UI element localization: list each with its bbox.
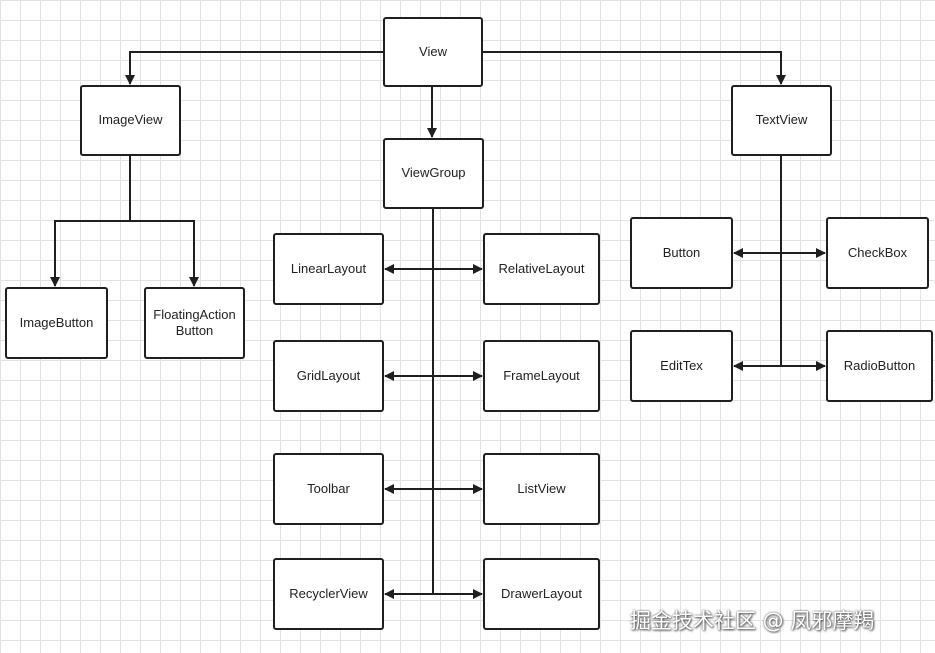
node-listview: ListView <box>483 453 600 525</box>
node-checkbox: CheckBox <box>826 217 929 289</box>
node-viewgroup: ViewGroup <box>383 138 484 209</box>
node-linearlayout: LinearLayout <box>273 233 384 305</box>
node-toolbar-label: Toolbar <box>307 480 350 496</box>
node-view-label: View <box>419 43 447 59</box>
node-drawerlayout-label: DrawerLayout <box>501 585 582 601</box>
node-recyclerview-label: RecyclerView <box>289 585 368 601</box>
node-view: View <box>383 17 483 87</box>
node-imageview-label: ImageView <box>98 112 163 128</box>
node-radiobutton-label: RadioButton <box>843 357 916 373</box>
node-imagebutton-label: ImageButton <box>19 314 94 330</box>
node-radiobutton: RadioButton <box>826 330 933 402</box>
node-relativelayout-label: RelativeLayout <box>498 260 585 276</box>
node-button: Button <box>630 217 733 289</box>
edge-view-textview <box>483 51 786 85</box>
node-gridlayout: GridLayout <box>273 340 384 412</box>
node-recyclerview: RecyclerView <box>273 558 384 630</box>
node-relativelayout: RelativeLayout <box>483 233 600 305</box>
watermark-text: 掘金技术社区 @ 凤邪摩羯 <box>630 609 875 633</box>
node-viewgroup-label: ViewGroup <box>401 165 466 181</box>
node-floatingactionbutton-label: FloatingActionButton <box>153 306 236 338</box>
node-button-label: Button <box>662 244 701 260</box>
node-listview-label: ListView <box>517 480 566 496</box>
node-gridlayout-label: GridLayout <box>296 367 361 383</box>
node-imageview: ImageView <box>80 85 181 156</box>
node-imagebutton: ImageButton <box>5 287 108 359</box>
node-drawerlayout: DrawerLayout <box>483 558 600 630</box>
node-floatingactionbutton: FloatingActionButton <box>144 287 245 359</box>
node-linearlayout-label: LinearLayout <box>290 260 367 276</box>
edge-view-imageview <box>125 51 383 85</box>
node-textview-label: TextView <box>755 112 808 128</box>
node-checkbox-label: CheckBox <box>847 244 908 260</box>
node-edittex-label: EditTex <box>660 357 703 373</box>
node-toolbar: Toolbar <box>273 453 384 525</box>
node-framelayout-label: FrameLayout <box>503 367 580 383</box>
node-textview: TextView <box>731 85 832 156</box>
node-edittex: EditTex <box>630 330 733 402</box>
node-framelayout: FrameLayout <box>483 340 600 412</box>
edge-imageview-fab <box>130 220 199 287</box>
edge-imageview-imagebutton <box>50 220 130 287</box>
